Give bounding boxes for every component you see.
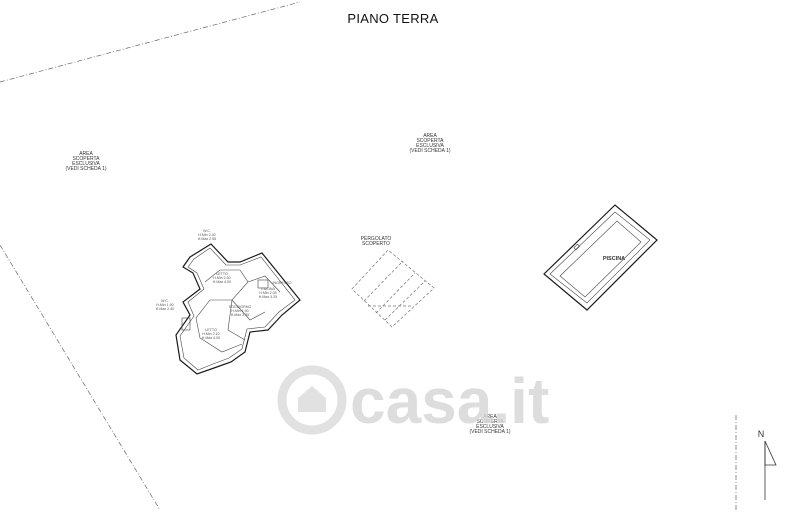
- plan-title: PIANO TERRA: [347, 11, 438, 26]
- svg-text:SCOPERTO: SCOPERTO: [362, 241, 390, 247]
- watermark: casa.it: [277, 365, 549, 437]
- svg-text:INGRESSO: INGRESSO: [273, 281, 292, 285]
- swimming-pool: [543, 204, 658, 311]
- svg-text:(VEDI SCHEDA 1): (VEDI SCHEDA 1): [409, 148, 450, 154]
- svg-text:H.Max 3.25: H.Max 3.25: [259, 295, 277, 299]
- svg-text:W.C.: W.C.: [161, 299, 169, 303]
- svg-text:CUCINA: CUCINA: [261, 287, 275, 291]
- svg-text:ESCLUSIVA: ESCLUSIVA: [416, 143, 444, 149]
- room-letto-top: LETTO H.Min 2.50 H.Max 4.00: [213, 272, 231, 284]
- svg-text:H.Min 2.10: H.Min 2.10: [202, 332, 219, 336]
- svg-text:AREA: AREA: [423, 133, 437, 139]
- svg-text:LETTO: LETTO: [216, 272, 228, 276]
- svg-text:H.Min 2.40: H.Min 2.40: [198, 233, 215, 237]
- svg-text:SOGGIORNO: SOGGIORNO: [229, 305, 252, 309]
- svg-text:H.Max 2.55: H.Max 2.55: [198, 237, 216, 241]
- svg-text:H.Min 2.50: H.Min 2.50: [213, 276, 230, 280]
- property-boundary-left: [0, 244, 161, 511]
- property-boundary-top: [0, 1, 301, 83]
- room-ingresso: INGRESSO: [273, 281, 292, 285]
- room-wc-left: W.C. H.Min 1.90 H.Max 2.40: [156, 299, 174, 311]
- svg-text:ESCLUSIVA: ESCLUSIVA: [476, 424, 504, 430]
- room-letto-bottom: LETTO H.Min 2.10 H.Max 4.00: [202, 328, 220, 340]
- svg-text:(VEDI SCHEDA 1): (VEDI SCHEDA 1): [469, 429, 510, 435]
- area-label-bottom: AREA SCOPERTA ESCLUSIVA (VEDI SCHEDA 1): [469, 414, 510, 435]
- svg-text:PERGOLATO: PERGOLATO: [361, 236, 392, 242]
- svg-text:H.Min 2.05: H.Min 2.05: [259, 291, 276, 295]
- house-floorplan: [175, 243, 301, 375]
- svg-text:LETTO: LETTO: [205, 328, 217, 332]
- svg-text:W.C.: W.C.: [203, 229, 211, 233]
- area-label-left: AREA SCOPERTA ESCLUSIVA (VEDI SCHEDA 1): [65, 151, 106, 172]
- svg-text:SCOPERTA: SCOPERTA: [72, 156, 100, 162]
- pool-label: PISCINA: [603, 256, 625, 262]
- svg-text:H.Max 4.00: H.Max 4.00: [202, 336, 220, 340]
- room-soggiorno: SOGGIORNO H.Min 1.90 H.Max 3.35: [229, 305, 252, 317]
- svg-text:H.Max 2.40: H.Max 2.40: [156, 307, 174, 311]
- svg-text:ESCLUSIVA: ESCLUSIVA: [72, 161, 100, 167]
- svg-text:H.Min 1.90: H.Min 1.90: [156, 303, 173, 307]
- area-label-top: AREA SCOPERTA ESCLUSIVA (VEDI SCHEDA 1): [409, 133, 450, 154]
- svg-text:SCOPERTA: SCOPERTA: [476, 419, 504, 425]
- pergola: [351, 249, 435, 328]
- svg-text:AREA: AREA: [483, 414, 497, 420]
- svg-text:SCOPERTA: SCOPERTA: [416, 138, 444, 144]
- watermark-text: casa.it: [350, 365, 549, 437]
- pergola-label: PERGOLATO SCOPERTO: [361, 236, 392, 247]
- room-cucina: CUCINA H.Min 2.05 H.Max 3.25: [259, 287, 277, 299]
- north-label: N: [758, 429, 765, 439]
- svg-text:(VEDI SCHEDA 1): (VEDI SCHEDA 1): [65, 166, 106, 172]
- svg-text:H.Min 1.90: H.Min 1.90: [231, 309, 248, 313]
- north-arrow-icon: [764, 440, 777, 500]
- svg-text:AREA: AREA: [79, 151, 93, 157]
- svg-text:H.Max 4.00: H.Max 4.00: [213, 280, 231, 284]
- room-wc-top: W.C. H.Min 2.40 H.Max 2.55: [198, 229, 216, 241]
- svg-text:H.Max 3.35: H.Max 3.35: [231, 313, 249, 317]
